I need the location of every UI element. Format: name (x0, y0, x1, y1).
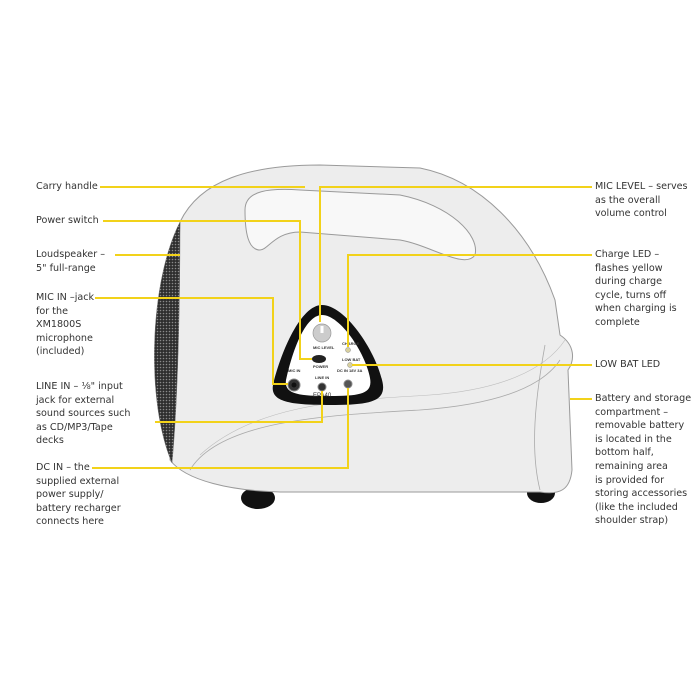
callout-dc-in: DC IN – the supplied external power supp… (36, 462, 121, 528)
handle-opening (244, 188, 477, 261)
line-in-jack[interactable] (317, 382, 327, 392)
charge-led (345, 347, 351, 353)
svg-text:CHARGE: CHARGE (342, 341, 360, 346)
callout-loudspeaker: Loudspeaker – 5" full-range (36, 249, 105, 274)
dc-in-jack[interactable] (343, 379, 353, 389)
callout-power-switch: Power switch (36, 215, 99, 226)
callout-line-in: LINE IN – ⅛" input jack for external sou… (36, 381, 131, 447)
low-bat-led (347, 362, 353, 368)
callout-carry-handle: Carry handle (36, 181, 98, 192)
svg-text:POWER: POWER (313, 364, 328, 369)
left-foot (241, 487, 275, 509)
svg-text:DC IN 18V 3A: DC IN 18V 3A (337, 368, 362, 373)
svg-text:LOW BAT: LOW BAT (342, 357, 361, 362)
leader-lines (92, 186, 592, 469)
callout-charge-led: Charge LED – flashes yellow during charg… (595, 249, 677, 328)
callout-mic-level: MIC LEVEL – serves as the overall volume… (595, 181, 688, 220)
svg-text:MIC IN: MIC IN (288, 368, 301, 373)
speaker-grille (154, 221, 181, 464)
callout-battery: Battery and storage compartment – remova… (595, 393, 692, 527)
callout-mic-in: MIC IN –jack for the XM1800S microphone … (36, 292, 95, 358)
svg-text:MIC LEVEL: MIC LEVEL (313, 345, 335, 350)
power-switch[interactable] (312, 355, 326, 363)
svg-text:LINE IN: LINE IN (315, 375, 329, 380)
callout-low-bat-led: LOW BAT LED (595, 359, 661, 370)
